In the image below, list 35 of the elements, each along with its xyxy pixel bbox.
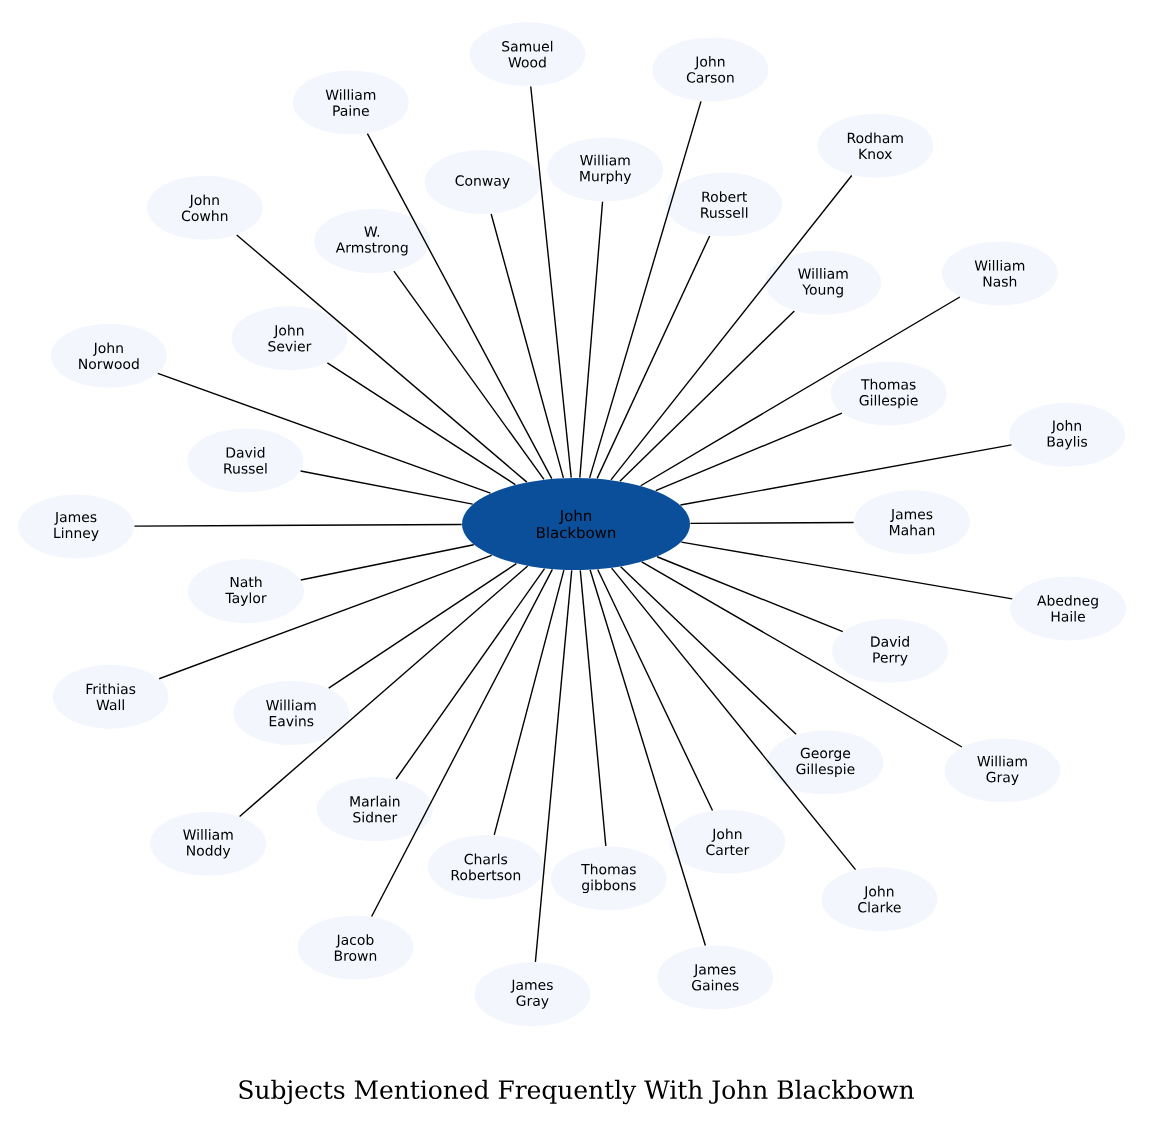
connector-line — [641, 561, 963, 748]
connector-line — [679, 444, 1013, 506]
connector-line — [610, 567, 857, 871]
connector-line — [395, 567, 546, 780]
connector-line — [620, 566, 797, 736]
connector-line — [579, 201, 604, 479]
connector-line — [133, 523, 463, 527]
connector-line — [493, 569, 565, 836]
connector-line — [619, 310, 796, 482]
connector-line — [300, 544, 475, 581]
connector-line — [326, 362, 517, 486]
connector-line — [597, 568, 714, 812]
connector-line — [157, 372, 492, 494]
connector-line — [579, 569, 607, 847]
connector-line — [656, 556, 844, 633]
connector-line — [655, 412, 843, 492]
connector-line — [680, 541, 1013, 600]
connector-line — [596, 235, 711, 480]
connector-line — [370, 568, 554, 918]
connector-line — [299, 470, 474, 505]
connector-line — [689, 521, 855, 525]
connector-line — [530, 85, 572, 479]
connector-line — [238, 565, 529, 818]
connector-line — [393, 270, 545, 481]
connector-line — [610, 174, 853, 481]
connector-line — [236, 234, 528, 483]
connector-line — [588, 100, 702, 479]
connector-line — [490, 213, 565, 479]
connector-line — [327, 562, 518, 689]
connector-line — [534, 569, 573, 963]
connector-line — [640, 296, 961, 487]
connector-line — [158, 554, 493, 680]
connector-line — [366, 132, 553, 480]
connector-line — [589, 569, 707, 947]
diagram-title: Subjects Mentioned Frequently With John Blackbown — [239, 1079, 914, 1105]
